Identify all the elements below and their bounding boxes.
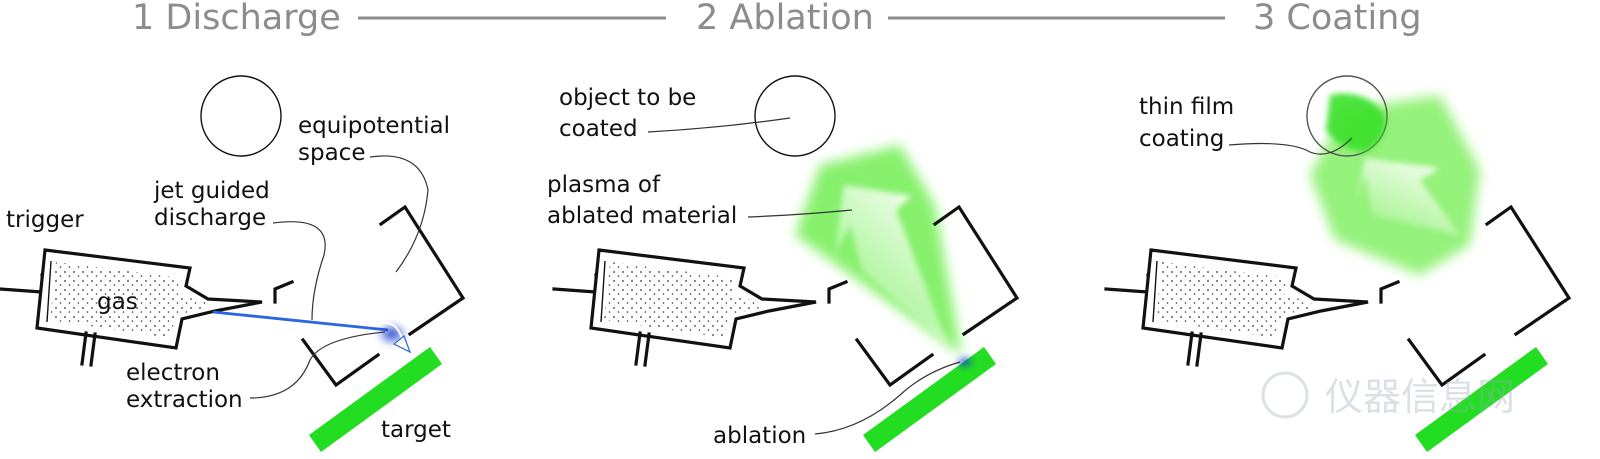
label-electron-line2: extraction <box>126 387 243 413</box>
watermark-text: 仪器信息网 <box>1325 375 1515 419</box>
electron-gun <box>552 248 817 367</box>
leader-plasma <box>747 209 853 218</box>
leader-object <box>647 117 791 133</box>
plasma-arrow <box>1355 158 1460 235</box>
panel-coating: thin film coating <box>1104 75 1572 452</box>
label-plasma-line1: plasma of <box>547 172 661 198</box>
label-plasma-line2: ablated material <box>547 203 737 229</box>
target-bar <box>863 347 996 452</box>
panel-ablation: object to be coated plasma of ablated ma… <box>547 75 1020 452</box>
target-bar <box>1415 347 1548 452</box>
label-film-line1: thin film <box>1139 94 1234 120</box>
label-object-line2: coated <box>559 116 638 142</box>
substrate-object <box>1306 75 1388 157</box>
panel-discharge: trigger gas jet guided discharge equipot… <box>0 75 466 452</box>
substrate-object <box>200 75 282 157</box>
trigger-wire <box>0 287 44 294</box>
label-ablation: ablation <box>713 423 806 449</box>
gas-fill <box>604 262 760 338</box>
leader-electron <box>249 331 386 399</box>
label-equipotential-line1: equipotential <box>298 113 450 139</box>
anode-chamber <box>1379 204 1572 388</box>
gas-fill <box>50 262 206 338</box>
electron-gun <box>0 248 263 367</box>
plasma-plume <box>795 145 962 355</box>
stage-2-title: 2 Ablation <box>696 0 874 38</box>
substrate-object <box>754 75 836 157</box>
leader-film <box>1228 137 1353 155</box>
label-equipotential-line2: space <box>298 140 365 166</box>
watermark: 仪器信息网 <box>1261 371 1515 419</box>
label-gas: gas <box>97 289 138 315</box>
label-trigger: trigger <box>6 207 84 233</box>
electron-beam <box>212 310 389 332</box>
watermark-logo <box>1261 371 1309 419</box>
leader-jet <box>272 221 326 321</box>
label-target: target <box>381 417 451 443</box>
target-bar <box>309 347 442 452</box>
coating-cloud <box>1306 75 1480 275</box>
thin-film <box>1326 93 1386 152</box>
label-film-line2: coating <box>1139 126 1224 152</box>
label-electron-line1: electron <box>126 360 220 386</box>
anode-chamber <box>827 204 1020 388</box>
electron-gun <box>1104 248 1369 367</box>
stage-3-title: 3 Coating <box>1253 0 1422 38</box>
plasma-arrow <box>835 185 948 345</box>
label-jet-guided-line1: jet guided <box>153 178 270 204</box>
label-jet-guided-line2: discharge <box>154 205 266 231</box>
stage-1-title: 1 Discharge <box>132 0 341 38</box>
gas-fill <box>1156 262 1312 338</box>
leader-equipotential <box>369 155 429 273</box>
stage-header: 1 Discharge 2 Ablation 3 Coating <box>132 0 1422 38</box>
leader-ablation <box>814 361 961 435</box>
label-object-line1: object to be <box>559 85 696 111</box>
ablation-spot <box>955 355 975 369</box>
